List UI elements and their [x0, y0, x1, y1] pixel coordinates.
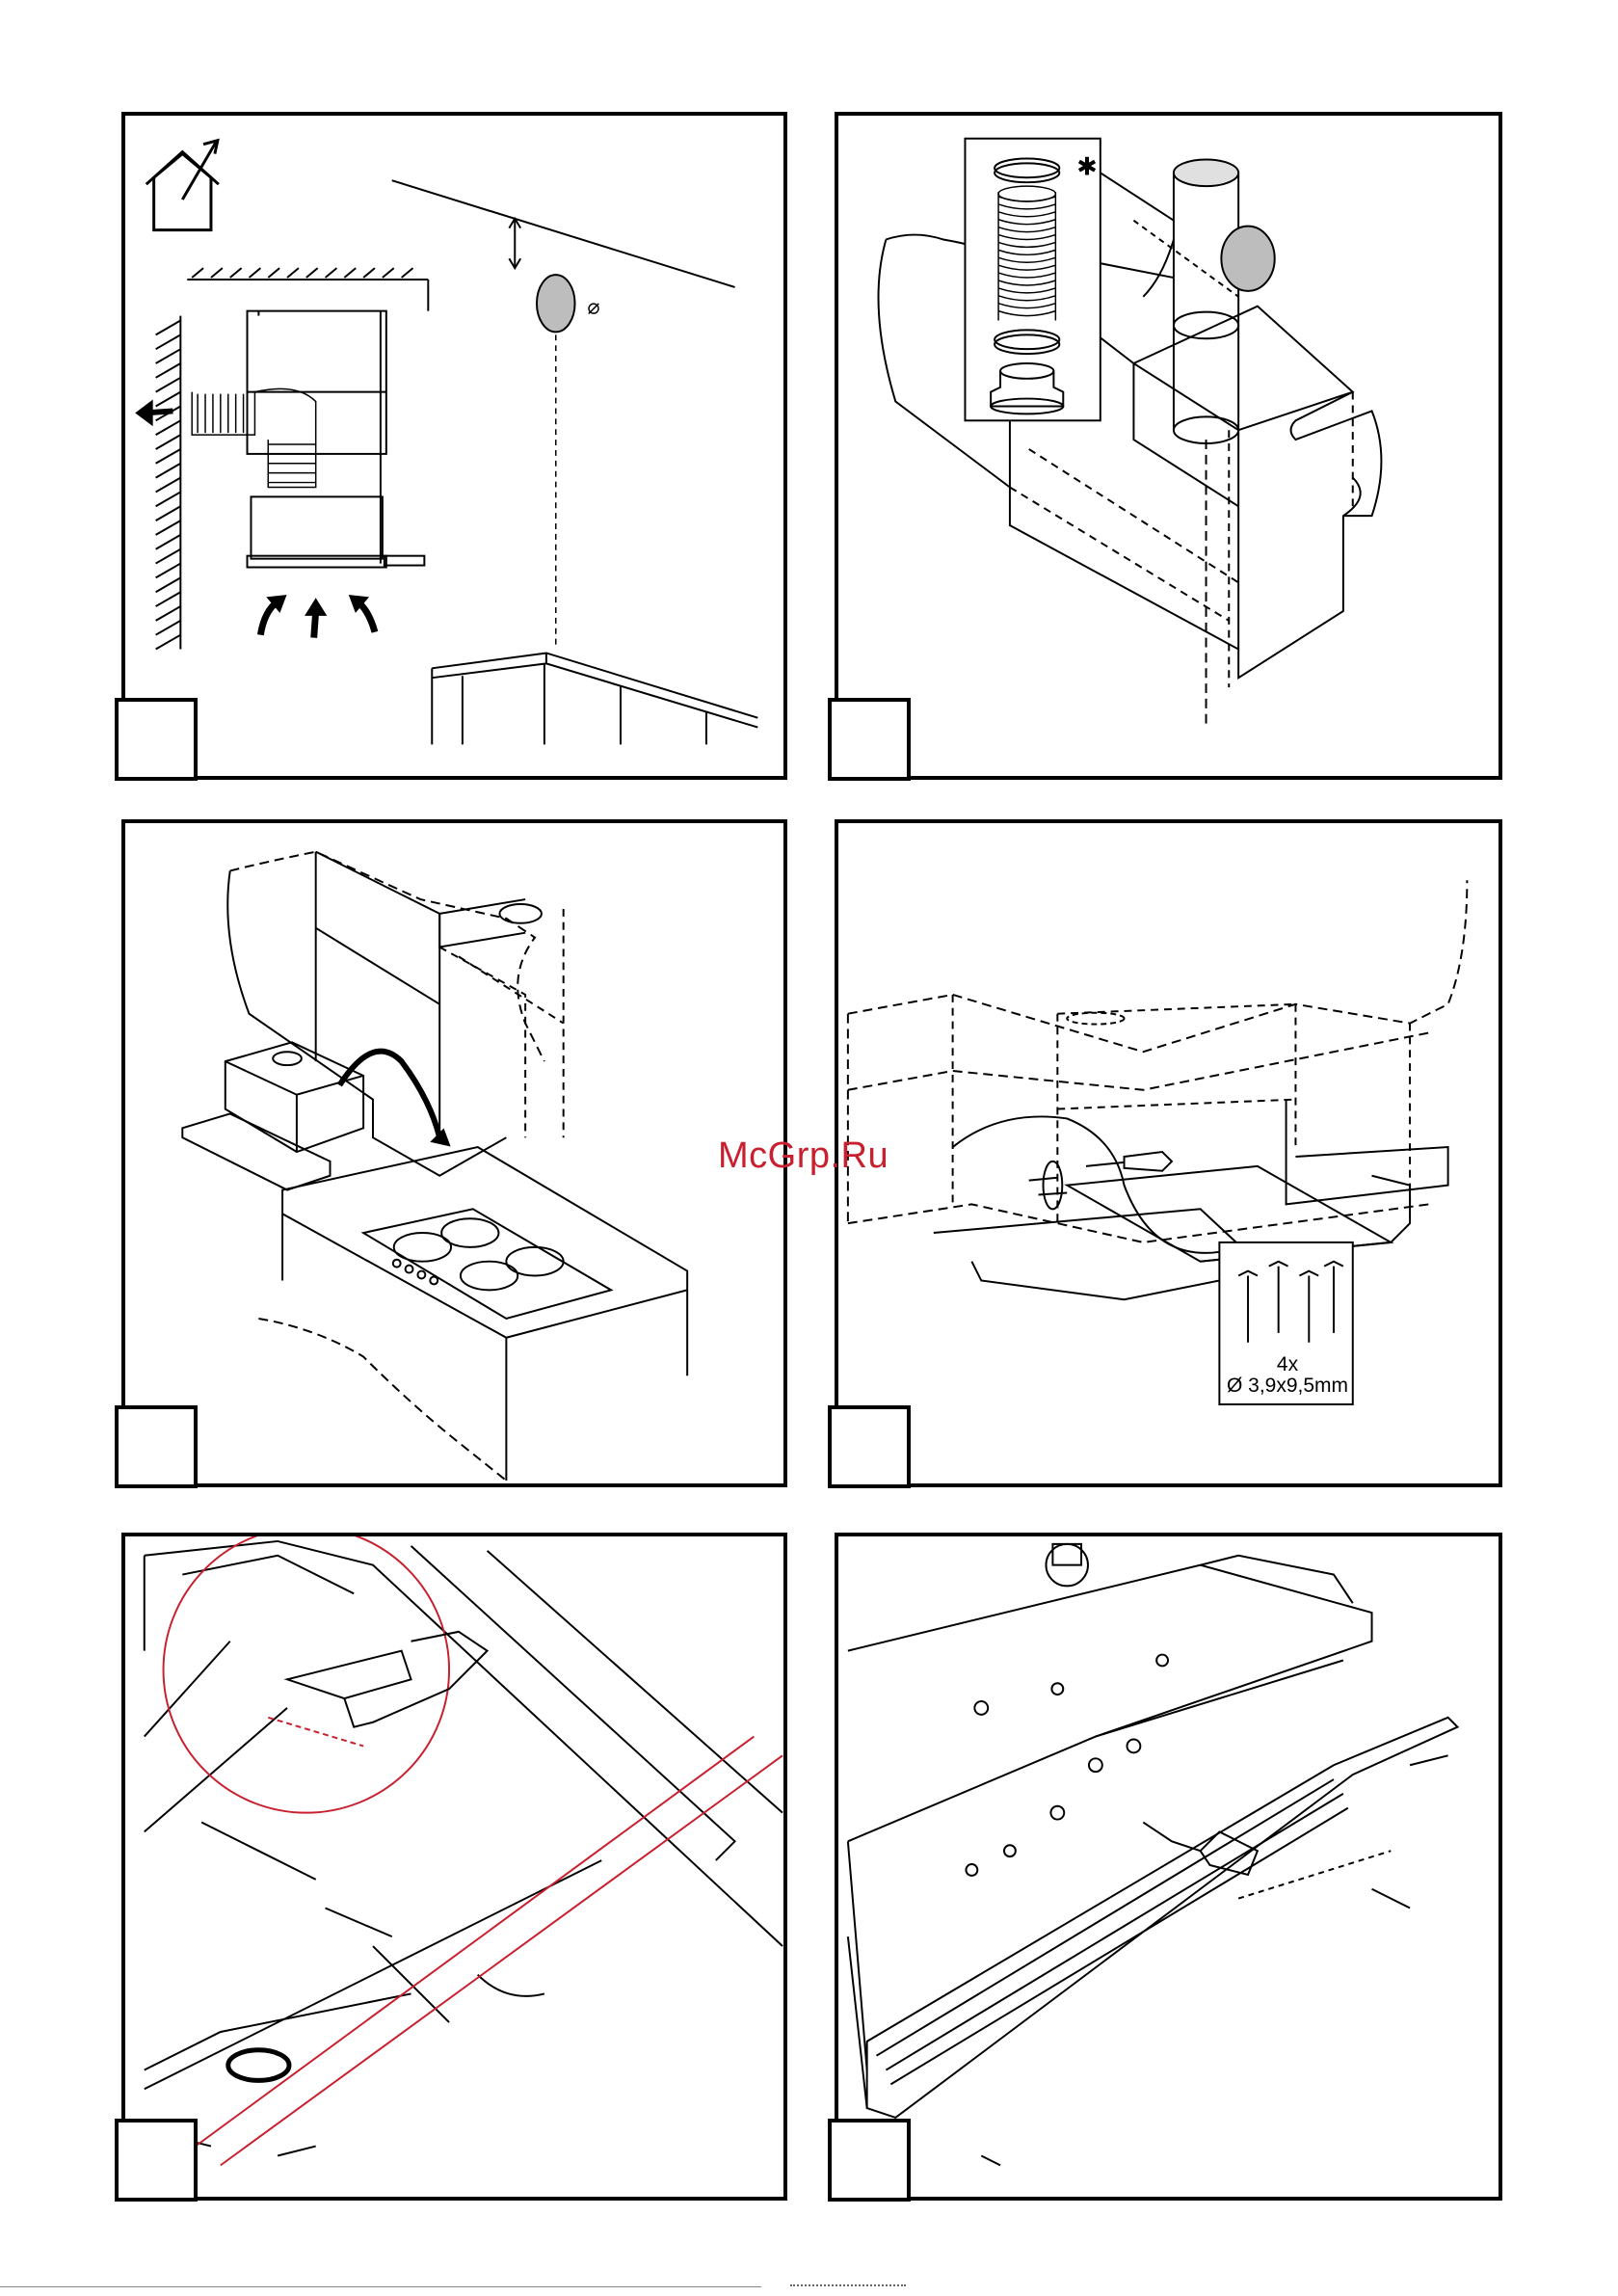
rotate-arrow-icon: [1044, 1161, 1063, 1209]
duct-hose: [192, 388, 315, 487]
house-vent-icon: [146, 141, 219, 230]
outlet-hole: [537, 275, 575, 332]
wall-hatch: [156, 268, 413, 649]
watermark-text: McGrp.Ru: [718, 1135, 889, 1177]
panel-3-install-hood: [121, 819, 787, 1487]
panel-5-cut-filter: [121, 1533, 787, 2201]
panel-1-duct-outlet: ⌀: [121, 112, 787, 780]
panel-6-fit-strip: [835, 1533, 1502, 2201]
footer-rule: [0, 2286, 761, 2287]
move-arrow-icon: [339, 1052, 439, 1138]
panel-2-duct-kit: ✱: [835, 112, 1502, 780]
optional-mark: ✱: [1076, 152, 1098, 181]
step-number-box-1: [115, 698, 198, 781]
screwdriver-icon: [1029, 1152, 1172, 1194]
cut-line: [164, 1536, 782, 2165]
diameter-label: ⌀: [587, 296, 599, 320]
step-number-box-3: [115, 1405, 198, 1488]
screw-size: Ø 3,9x9,5mm: [1219, 1375, 1356, 1397]
duct-tube: [1143, 159, 1274, 443]
step-number-box-4: [828, 1405, 911, 1488]
screw-count: 4x: [1219, 1354, 1356, 1375]
footer-mark: [790, 2284, 906, 2292]
range-hood: [182, 1042, 363, 1189]
panel-4-fix-screws: [835, 819, 1502, 1487]
screw-spec: 4x Ø 3,9x9,5mm: [1219, 1354, 1356, 1397]
front-strip: [867, 1718, 1458, 2118]
step-number-box-5: [115, 2119, 198, 2202]
step-number-box-6: [828, 2119, 911, 2202]
step-number-box-2: [828, 698, 911, 781]
cooktop: [282, 1147, 687, 1481]
knife-icon: [287, 1632, 488, 1727]
